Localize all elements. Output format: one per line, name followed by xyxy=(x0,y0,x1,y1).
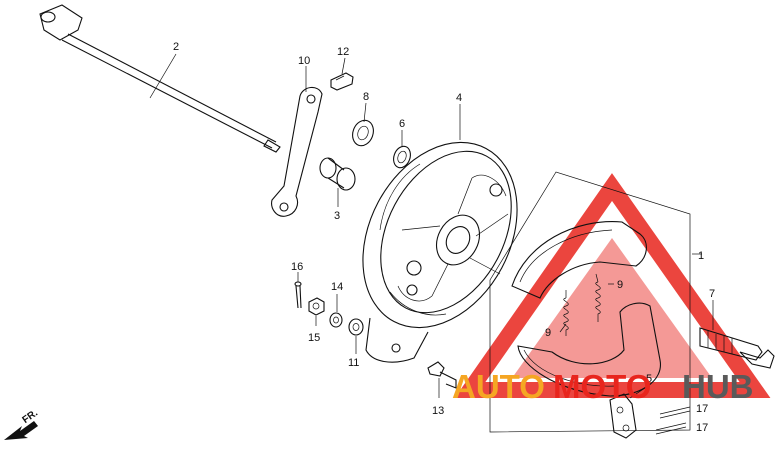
front-arrow-icon xyxy=(4,421,38,440)
part-12-bolt xyxy=(330,72,354,91)
watermark-triangle xyxy=(454,173,771,398)
front-label: FR. xyxy=(20,408,40,426)
callout-2: 2 xyxy=(173,41,179,53)
watermark-text-moto: MOTO xyxy=(553,368,651,405)
callout-9-upper: 9 xyxy=(617,279,623,291)
part-7-brake-cam xyxy=(699,327,775,369)
part-1-brake-shoes xyxy=(489,171,691,433)
callout-7: 7 xyxy=(709,288,715,300)
callout-labels: 2 10 12 8 6 4 3 16 14 15 11 13 1 7 9 9 5… xyxy=(173,41,715,434)
callout-15: 15 xyxy=(308,332,320,344)
part-8-seal xyxy=(352,119,374,147)
callout-4: 4 xyxy=(456,92,462,104)
callout-6: 6 xyxy=(399,118,405,130)
callout-17-upper: 17 xyxy=(696,403,708,415)
watermark-text-hub: HUB xyxy=(682,368,754,405)
watermark-logo xyxy=(454,173,771,398)
callout-1: 1 xyxy=(698,250,704,262)
callout-3: 3 xyxy=(334,210,340,222)
watermark-wordmark: AUTO MOTO HUB xyxy=(452,368,754,405)
callout-16: 16 xyxy=(291,261,303,273)
part-15-nut xyxy=(308,297,325,316)
part-17-clips xyxy=(655,406,691,435)
callout-14: 14 xyxy=(331,281,343,293)
part-13-bolt xyxy=(427,361,457,389)
callout-10: 10 xyxy=(298,55,310,67)
part-9-springs xyxy=(563,273,601,336)
part-16-cotter-pin xyxy=(294,281,302,309)
callout-8: 8 xyxy=(363,91,369,103)
callout-11: 11 xyxy=(348,357,359,369)
callout-17-lower: 17 xyxy=(696,422,708,434)
part-5-plate xyxy=(609,393,637,439)
part-6-oring xyxy=(393,145,411,169)
part-10-brake-arm xyxy=(271,86,323,217)
part-3-collar xyxy=(319,157,356,191)
part-2-brake-shaft xyxy=(39,4,281,153)
leader-lines xyxy=(149,53,714,399)
front-direction-indicator: FR. xyxy=(4,408,40,440)
callout-9-lower: 9 xyxy=(545,327,551,339)
callout-12: 12 xyxy=(337,46,349,58)
callout-13: 13 xyxy=(432,405,444,417)
callout-5: 5 xyxy=(646,373,652,385)
watermark-text-auto: AUTO xyxy=(452,368,545,405)
part-11-washer xyxy=(348,318,364,336)
part-4-brake-panel xyxy=(362,141,518,363)
part-14-washer xyxy=(329,312,343,328)
